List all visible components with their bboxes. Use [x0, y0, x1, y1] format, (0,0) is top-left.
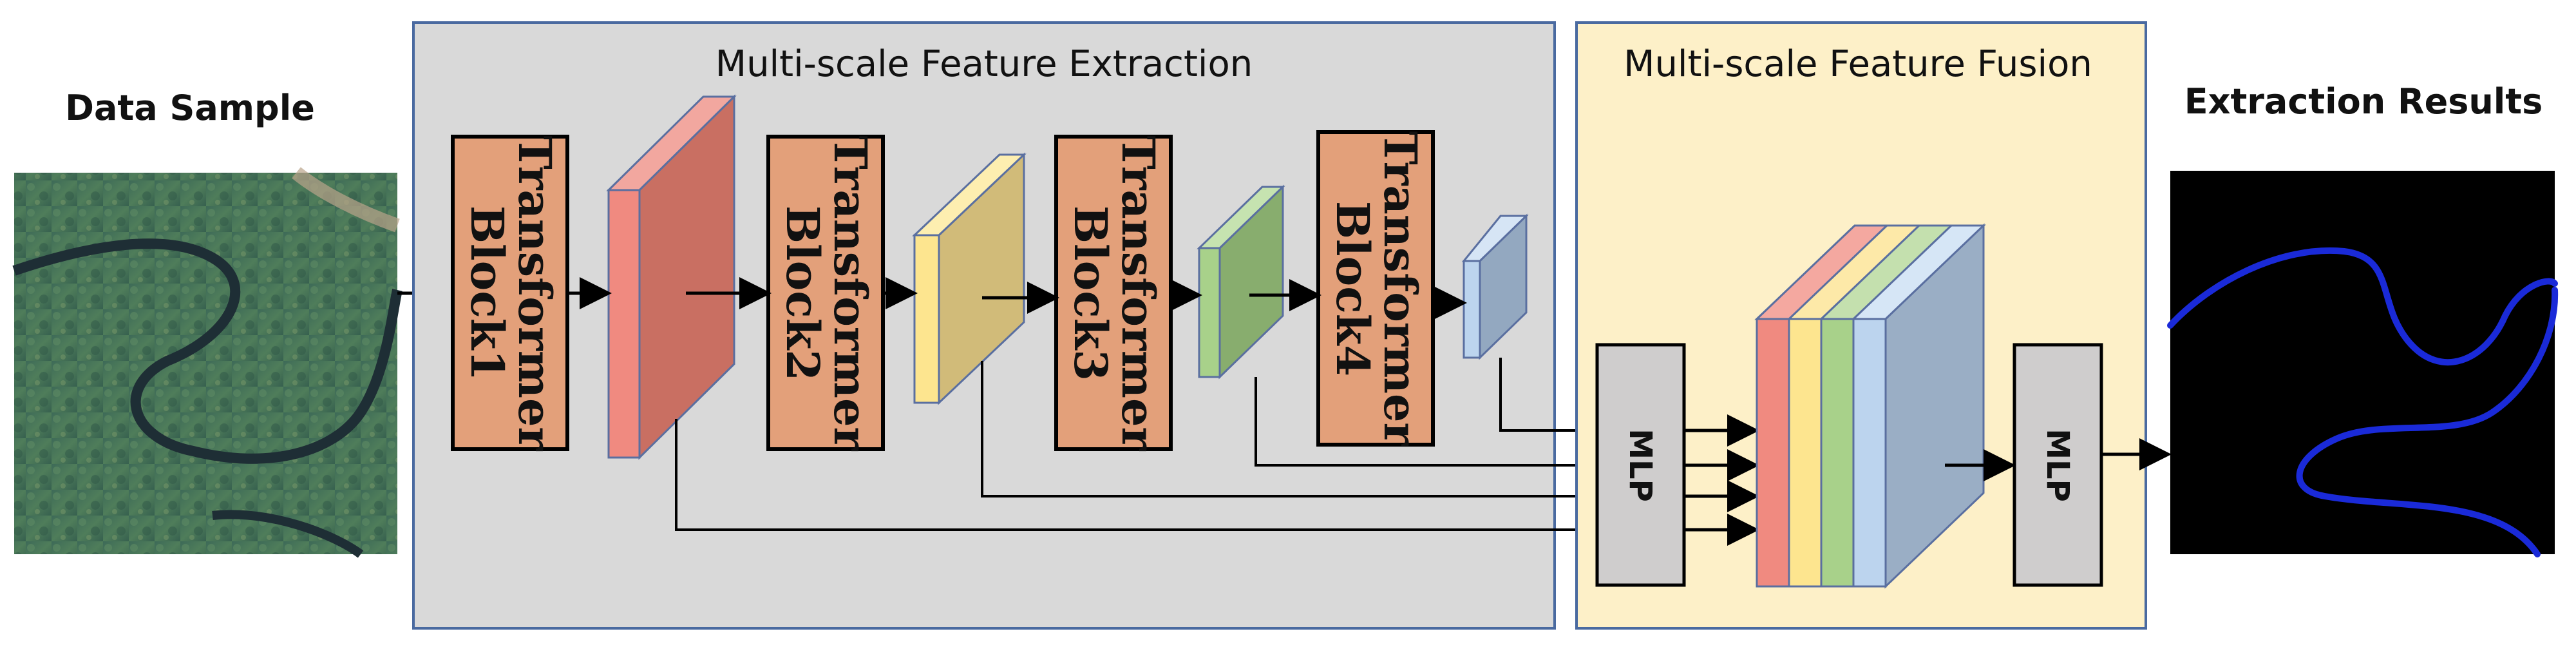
transformer-block-3: Transformer Block3: [1054, 135, 1173, 452]
mlp-block-2: MLP: [2012, 343, 2103, 587]
block-4-line2: Block4: [1326, 201, 1379, 376]
block-2-line2: Block2: [776, 206, 829, 381]
mlp-output-arrows: [1684, 414, 1759, 546]
fused-feature-stack: [1754, 223, 1986, 589]
result-image: [2167, 171, 2559, 557]
block-4-line1: Transformer: [1374, 131, 1427, 447]
flow-arrows: [567, 277, 1467, 319]
block-2-line1: Transformer: [824, 136, 877, 452]
mlp-1-label: MLP: [1622, 429, 1658, 502]
block-3-line1: Transformer: [1112, 136, 1165, 452]
block-1-line2: Block1: [460, 206, 514, 381]
transformer-block-4: Transformer Block4: [1316, 130, 1435, 447]
feature-map-3: [1197, 184, 1285, 380]
block-3-line2: Block3: [1064, 206, 1117, 381]
mlp-block-1: MLP: [1595, 343, 1686, 587]
feature-map-4: [1461, 213, 1529, 360]
mlp-2-label: MLP: [2040, 429, 2076, 502]
block-1-line1: Transformer: [508, 136, 562, 452]
fusion-panel-title: Multi-scale Feature Fusion: [1624, 43, 2092, 85]
feature-map-1: [606, 94, 737, 460]
satellite-image: [12, 167, 402, 558]
skip-connections: [675, 358, 1596, 531]
feature-map-2: [912, 152, 1027, 405]
extraction-results-title: Extraction Results: [2184, 81, 2543, 122]
extraction-panel-title: Multi-scale Feature Extraction: [715, 43, 1253, 85]
transformer-block-1: Transformer Block1: [451, 135, 569, 452]
data-sample-title: Data Sample: [65, 88, 315, 128]
transformer-block-2: Transformer Block2: [766, 135, 885, 452]
